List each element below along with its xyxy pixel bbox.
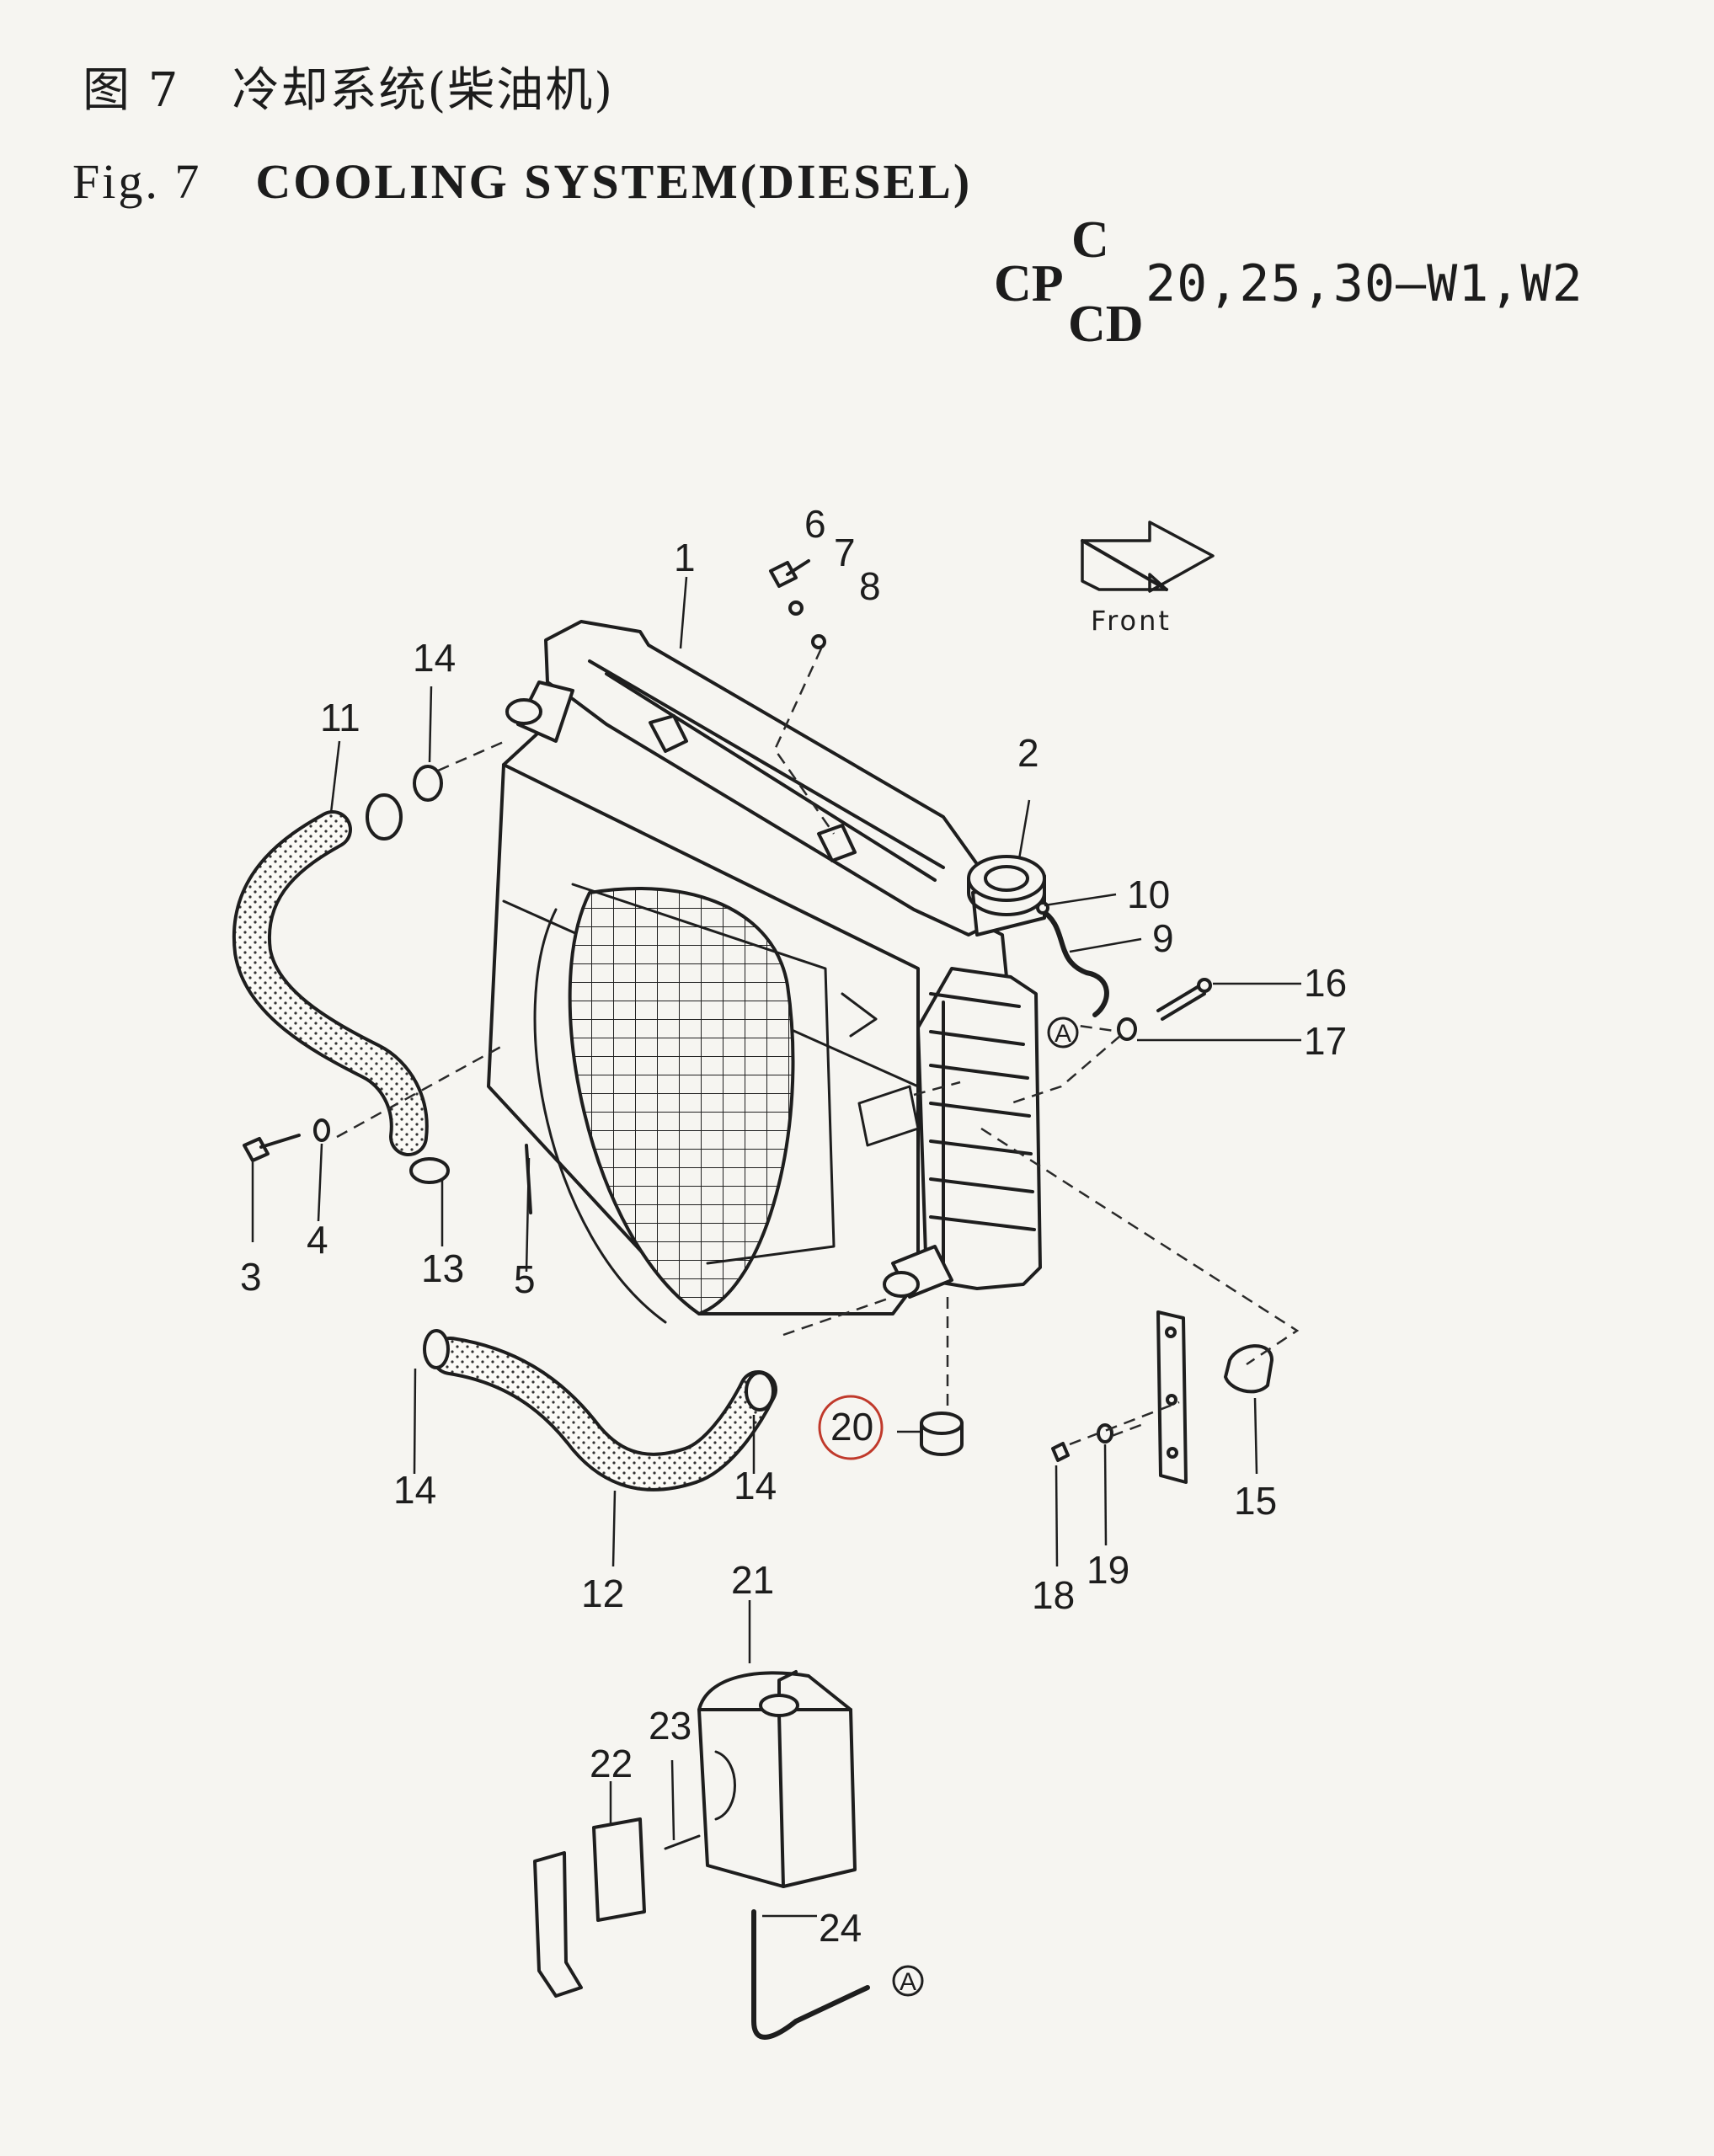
callout-14-lower-left: 14 xyxy=(393,1468,436,1512)
callout-10: 10 xyxy=(1127,873,1170,916)
callout-1: 1 xyxy=(674,536,696,579)
reserve-tank-hose xyxy=(751,1909,870,2040)
mounting-bracket xyxy=(1051,1310,1273,1484)
hose-clamp-upper xyxy=(413,765,443,802)
model-upper-variant: C xyxy=(1071,211,1109,269)
callout-7: 7 xyxy=(834,531,856,574)
upper-radiator-hose xyxy=(232,793,429,1156)
model-range: 20,25,30—W1,W2 xyxy=(1145,254,1583,313)
callout-17: 17 xyxy=(1304,1019,1347,1063)
callout-23: 23 xyxy=(649,1704,691,1748)
model-lower-variant: CD xyxy=(1068,296,1144,353)
callout-14-upper: 14 xyxy=(413,636,456,680)
figure-number-english: Fig. 7 xyxy=(72,154,202,209)
callout-8: 8 xyxy=(859,564,881,608)
callout-leaders xyxy=(251,576,1301,1918)
radiator-cap xyxy=(967,855,1046,916)
callout-12: 12 xyxy=(581,1572,624,1615)
callout-2: 2 xyxy=(1017,731,1039,775)
callout-14-lower-right: 14 xyxy=(734,1464,777,1508)
title-chinese-text: 冷却系统(柴油机) xyxy=(232,63,615,118)
overflow-hose xyxy=(1036,901,1109,1017)
reserve-tank xyxy=(697,1670,857,1888)
callout-21: 21 xyxy=(731,1558,774,1602)
callout-9: 9 xyxy=(1152,916,1174,960)
callout-5: 5 xyxy=(514,1257,536,1301)
callout-19: 19 xyxy=(1087,1548,1129,1592)
highlight-circle xyxy=(818,1395,884,1460)
callout-24: 24 xyxy=(819,1906,862,1950)
ref-letter: A xyxy=(1055,1020,1071,1048)
drain-cock xyxy=(1117,978,1212,1041)
callout-13: 13 xyxy=(421,1246,464,1290)
cushion-20 xyxy=(920,1412,964,1456)
bolt-3 xyxy=(243,1118,330,1162)
callout-15: 15 xyxy=(1234,1479,1277,1523)
callout-20: 20 xyxy=(830,1405,873,1449)
tank-bracket xyxy=(533,1817,701,1998)
hose-clamp-lower-13 xyxy=(409,1157,450,1184)
callout-18: 18 xyxy=(1032,1573,1075,1617)
callout-3: 3 xyxy=(240,1255,262,1299)
callout-11: 11 xyxy=(320,696,360,739)
figure-title-english: Fig. 7 COOLING SYSTEM(DIESEL) xyxy=(72,153,972,210)
ref-letter: A xyxy=(900,1968,916,1996)
callout-4: 4 xyxy=(307,1218,328,1262)
callout-16: 16 xyxy=(1304,961,1347,1005)
callout-numbers: 1 2 3 4 5 6 7 8 9 10 11 12 13 14 14 14 1… xyxy=(240,502,1347,1950)
front-label: Front xyxy=(1091,605,1172,637)
front-direction-arrow-icon xyxy=(1081,520,1215,593)
callout-6: 6 xyxy=(804,502,826,546)
figure-title-chinese: 图 7 冷却系统(柴油机) xyxy=(83,52,614,120)
model-designation: CP C CD 20,25,30—W1,W2 xyxy=(994,211,1668,353)
title-english-text: COOLING SYSTEM(DIESEL) xyxy=(255,154,973,209)
callout-22: 22 xyxy=(590,1742,633,1785)
ref-marker-a-upper: A xyxy=(1047,1017,1079,1049)
lower-radiator-hose xyxy=(423,1329,777,1492)
model-prefix: CP xyxy=(994,255,1064,312)
figure-number-chinese: 图 7 xyxy=(83,63,180,118)
radiator-assembly xyxy=(487,620,1046,1324)
ref-marker-a-lower: A xyxy=(892,1965,924,1997)
bolt-6 xyxy=(769,559,826,649)
